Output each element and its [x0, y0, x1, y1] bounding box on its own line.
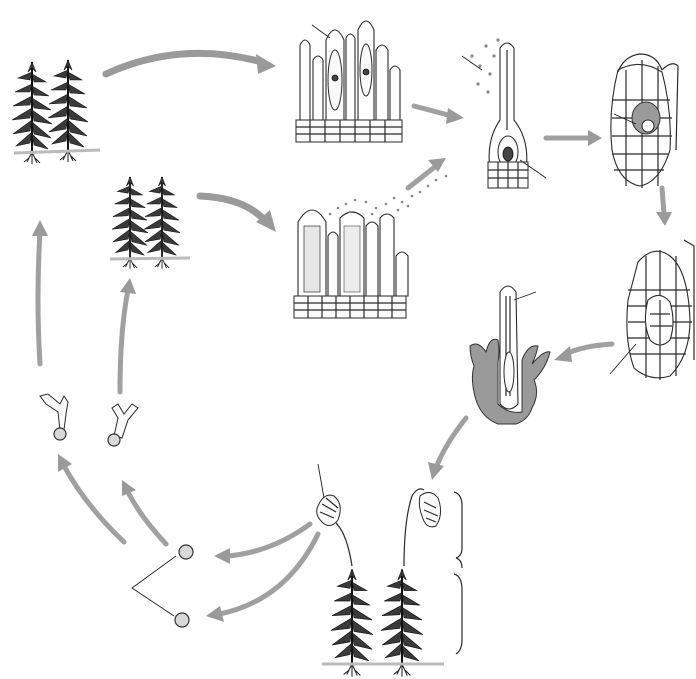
male-moss-plants [12, 60, 100, 164]
mature-sporophytes-on-gametophytes [317, 464, 462, 677]
zygote-in-archegonium [611, 54, 678, 188]
young-sporophyte [470, 286, 550, 424]
embryo-in-archegonium [610, 240, 694, 380]
female-moss-plants [110, 177, 190, 269]
archegonia-cluster [294, 175, 447, 318]
archegonium-fertilization [462, 38, 546, 188]
protonema [40, 394, 138, 446]
antheridia-cluster [296, 21, 402, 142]
spores [132, 545, 193, 627]
